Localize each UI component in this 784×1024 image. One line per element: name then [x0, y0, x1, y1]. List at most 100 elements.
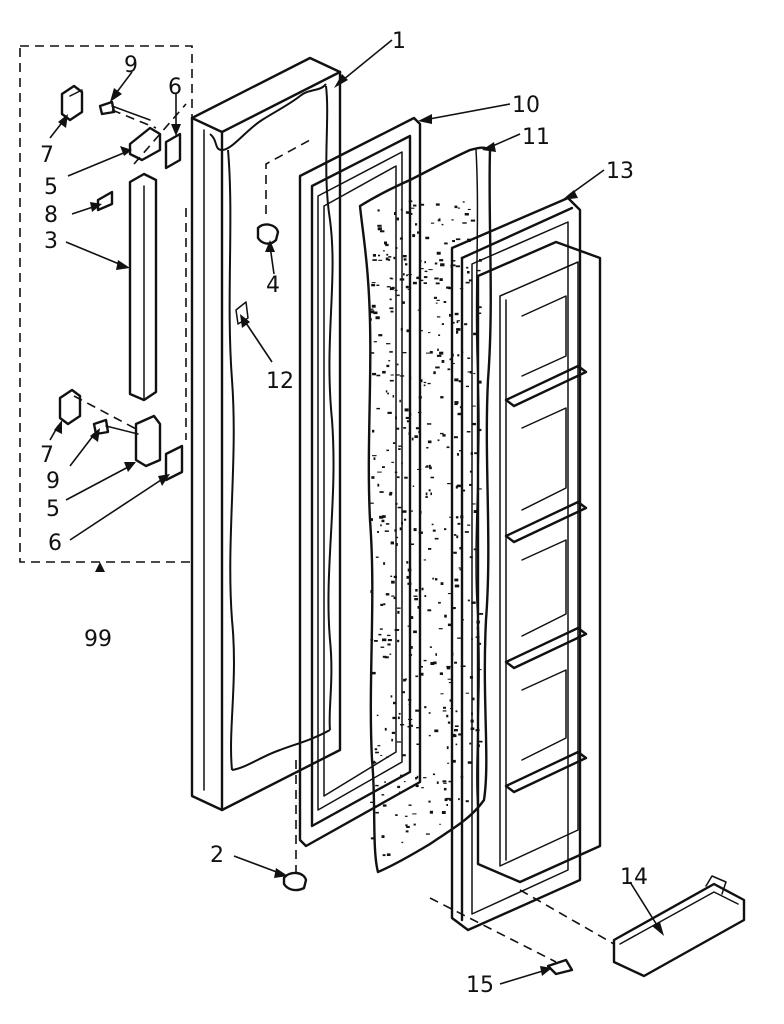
callout-8: 8 — [44, 203, 58, 228]
foam-speck — [405, 416, 410, 419]
callout-2: 2 — [210, 843, 224, 868]
foam-speck — [420, 672, 424, 676]
foam-speck — [391, 731, 396, 734]
foam-speck — [399, 237, 403, 240]
foam-speck — [454, 205, 458, 209]
foam-speck — [448, 780, 452, 783]
foam-speck — [456, 535, 459, 539]
foam-speck — [382, 466, 385, 468]
foam-speck — [436, 354, 442, 357]
foam-speck — [414, 435, 418, 438]
foam-speck — [459, 450, 461, 452]
foam-speck — [429, 646, 432, 648]
foam-speck — [428, 734, 431, 737]
foam-speck — [393, 701, 396, 705]
foam-speck — [396, 543, 398, 546]
foam-speck — [402, 754, 406, 757]
foam-speck — [384, 241, 387, 245]
foam-speck — [377, 224, 382, 227]
foam-speck — [372, 429, 375, 433]
foam-speck — [423, 659, 427, 662]
foam-speck — [413, 528, 417, 532]
foam-speck — [425, 833, 430, 835]
foam-speck — [466, 266, 469, 269]
foam-speck — [375, 751, 379, 754]
foam-speck — [462, 489, 466, 492]
foam-speck — [401, 521, 403, 525]
foam-speck — [383, 603, 386, 606]
foam-speck — [429, 466, 432, 470]
part-6-top-plate — [164, 132, 182, 170]
foam-speck — [389, 351, 393, 353]
foam-speck — [397, 506, 402, 509]
foam-speck — [408, 804, 412, 806]
foam-speck — [454, 401, 459, 404]
foam-speck — [452, 607, 456, 610]
foam-speck — [378, 254, 381, 257]
foam-speck — [407, 726, 411, 728]
foam-speck — [478, 380, 482, 384]
foam-speck — [406, 420, 411, 423]
foam-speck — [423, 276, 428, 279]
foam-speck — [448, 682, 453, 684]
kit-99-enclosure — [19, 45, 193, 563]
callout-3: 3 — [44, 229, 58, 254]
foam-speck — [408, 654, 412, 656]
foam-speck — [471, 405, 476, 407]
foam-speck — [405, 678, 407, 681]
foam-speck — [380, 755, 383, 756]
foam-speck — [430, 476, 434, 479]
foam-speck — [385, 593, 390, 596]
foam-speck — [451, 733, 456, 737]
part-6-bottom-plate — [164, 444, 184, 482]
foam-speck — [458, 733, 462, 736]
foam-speck — [437, 219, 441, 222]
foam-speck — [462, 222, 467, 224]
foam-speck — [449, 313, 451, 317]
part-12-clip — [235, 301, 249, 325]
foam-speck — [371, 282, 376, 284]
foam-speck — [439, 823, 441, 825]
foam-speck — [390, 575, 393, 577]
foam-speck — [375, 556, 379, 558]
foam-speck — [378, 259, 383, 261]
foam-speck — [370, 352, 375, 354]
foam-speck — [411, 437, 414, 441]
foam-speck — [446, 665, 451, 668]
foam-speck — [454, 578, 459, 582]
foam-speck — [444, 614, 447, 618]
foam-speck — [418, 431, 421, 433]
foam-speck — [441, 323, 444, 325]
foam-speck — [442, 434, 446, 437]
foam-speck — [417, 606, 421, 609]
foam-speck — [397, 639, 400, 643]
foam-speck — [428, 800, 431, 803]
foam-speck — [393, 442, 396, 444]
part-4-top-plug — [256, 223, 280, 245]
foam-speck — [434, 277, 439, 280]
part-14-bin — [612, 875, 746, 978]
callout-5-bottom: 5 — [46, 497, 60, 522]
foam-speck — [439, 278, 443, 281]
foam-speck — [388, 258, 391, 261]
foam-speck — [454, 729, 458, 732]
foam-speck — [416, 743, 420, 745]
foam-speck — [439, 259, 444, 262]
foam-speck — [451, 219, 454, 221]
foam-speck — [423, 777, 427, 779]
part-8-label — [96, 190, 114, 212]
foam-speck — [472, 422, 476, 426]
foam-speck — [440, 263, 445, 267]
foam-speck — [371, 476, 375, 479]
foam-speck — [453, 551, 457, 554]
foam-speck — [375, 784, 379, 787]
foam-speck — [404, 476, 408, 479]
foam-speck — [439, 351, 444, 355]
foam-speck — [444, 242, 448, 245]
foam-speck — [420, 511, 422, 514]
foam-speck — [409, 376, 412, 380]
foam-speck — [399, 399, 401, 403]
foam-speck — [446, 804, 448, 806]
part-9-top-screw — [98, 100, 151, 121]
foam-speck — [436, 251, 441, 255]
